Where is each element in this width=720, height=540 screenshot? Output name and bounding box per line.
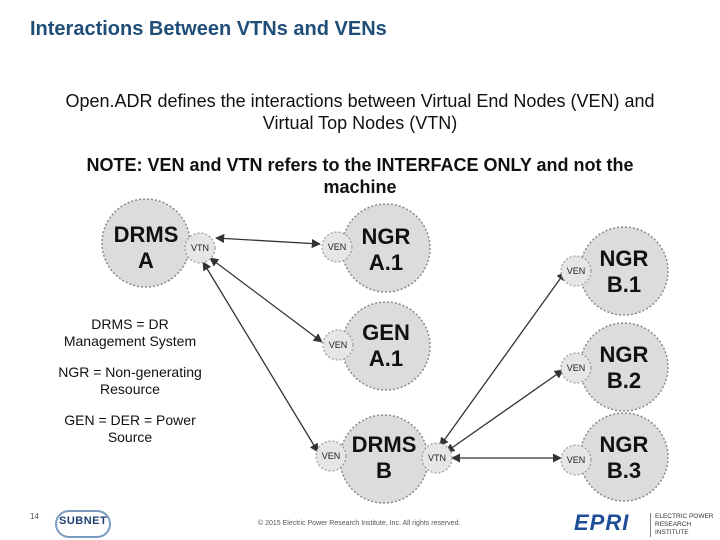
node-gen-a1: GEN A.1 VEN bbox=[322, 301, 431, 391]
arrows bbox=[202, 233, 566, 463]
subnet-logo-ring bbox=[55, 510, 111, 538]
arrow-drms-b-to-ngr-b1 bbox=[439, 271, 566, 447]
node-ngr-a1-line1: NGR bbox=[362, 224, 411, 249]
legend-gen-line1: GEN = DER = Power bbox=[64, 412, 196, 428]
node-ngr-b1: NGR B.1 VEN bbox=[560, 226, 669, 316]
vtn-interface-drms-b: VTN bbox=[421, 442, 453, 474]
legend-drms-line1: DRMS = DR bbox=[91, 316, 169, 332]
ven-interface-gen-a1: VEN bbox=[322, 329, 354, 361]
epri-logo: EPRI ELECTRIC POWER RESEARCH INSTITUTE bbox=[574, 510, 714, 537]
subnet-logo: SUBNET bbox=[55, 510, 111, 538]
legend-ngr-line2: Resource bbox=[100, 381, 160, 397]
ven-label: VEN bbox=[328, 242, 347, 252]
epri-sub-line2: RESEARCH INSTITUTE bbox=[655, 521, 692, 536]
intro-line-2: Virtual Top Nodes (VTN) bbox=[262, 113, 458, 133]
node-ngr-b2: NGR B.2 VEN bbox=[560, 322, 669, 412]
vtn-label: VTN bbox=[191, 243, 209, 253]
node-ngr-a1-line2: A.1 bbox=[369, 250, 403, 275]
epri-logo-text: EPRI bbox=[574, 510, 630, 535]
page-number: 14 bbox=[30, 512, 39, 521]
ven-interface-ngr-b2: VEN bbox=[560, 352, 592, 384]
node-ngr-b2-line1: NGR bbox=[600, 342, 649, 367]
node-ngr-b3-line1: NGR bbox=[600, 432, 649, 457]
vtn-interface-drms-a: VTN bbox=[184, 232, 216, 264]
node-ngr-b3: NGR B.3 VEN bbox=[560, 412, 669, 502]
epri-sub-line1: ELECTRIC POWER bbox=[655, 513, 714, 520]
arrow-drms-a-to-ngr-a1 bbox=[215, 233, 321, 249]
node-ngr-b3-line2: B.3 bbox=[607, 458, 641, 483]
arrow-drms-b-to-ngr-b2 bbox=[445, 369, 564, 453]
legend-drms: DRMS = DR Management System bbox=[40, 316, 220, 350]
node-ngr-b2-line2: B.2 bbox=[607, 368, 641, 393]
node-gen-a1-line2: A.1 bbox=[369, 346, 403, 371]
legend-drms-line2: Management System bbox=[63, 333, 197, 349]
node-gen-a1-line1: GEN bbox=[362, 320, 410, 345]
legend-gen: GEN = DER = Power Source bbox=[46, 412, 214, 446]
ven-interface-drms-b: VEN bbox=[315, 440, 347, 472]
node-drms-a: DRMS A VTN bbox=[101, 198, 216, 288]
note-line-2: machine bbox=[323, 177, 397, 197]
node-drms-a-line2: A bbox=[138, 248, 154, 273]
legend-ngr: NGR = Non-generating Resource bbox=[36, 364, 224, 398]
ven-interface-ngr-b3: VEN bbox=[560, 444, 592, 476]
node-ngr-b1-line1: NGR bbox=[600, 246, 649, 271]
ven-label: VEN bbox=[567, 455, 586, 465]
arrow-drms-a-to-drms-b bbox=[202, 261, 319, 453]
intro-text: Open.ADR defines the interactions betwee… bbox=[20, 90, 700, 134]
legend-ngr-line1: NGR = Non-generating bbox=[58, 364, 202, 380]
intro-line-1: Open.ADR defines the interactions betwee… bbox=[65, 91, 655, 111]
ven-interface-ngr-a1: VEN bbox=[321, 231, 353, 263]
ven-label: VEN bbox=[329, 340, 348, 350]
ven-label: VEN bbox=[567, 363, 586, 373]
ven-interface-ngr-b1: VEN bbox=[560, 255, 592, 287]
subnet-logo-text: SUBNET bbox=[59, 515, 108, 527]
ven-label: VEN bbox=[567, 266, 586, 276]
note-line-1: NOTE: VEN and VTN refers to the INTERFAC… bbox=[86, 155, 634, 175]
legend-gen-line2: Source bbox=[107, 429, 153, 445]
epri-logo-subtitle: ELECTRIC POWER RESEARCH INSTITUTE bbox=[650, 513, 714, 537]
slide-title: Interactions Between VTNs and VENs bbox=[30, 18, 387, 40]
note-text: NOTE: VEN and VTN refers to the INTERFAC… bbox=[40, 154, 680, 198]
arrow-drms-a-to-gen-a1 bbox=[209, 257, 323, 343]
node-drms-b-line2: B bbox=[376, 458, 392, 483]
node-ngr-a1: NGR A.1 VEN bbox=[321, 203, 431, 293]
ven-label: VEN bbox=[322, 451, 341, 461]
copyright-text: © 2015 Electric Power Research Institute… bbox=[258, 520, 461, 527]
node-ngr-b1-line2: B.1 bbox=[607, 272, 641, 297]
node-drms-a-line1: DRMS bbox=[114, 222, 179, 247]
node-drms-b: DRMS B VEN VTN bbox=[315, 414, 453, 504]
vtn-label: VTN bbox=[428, 453, 446, 463]
node-drms-b-line1: DRMS bbox=[352, 432, 417, 457]
